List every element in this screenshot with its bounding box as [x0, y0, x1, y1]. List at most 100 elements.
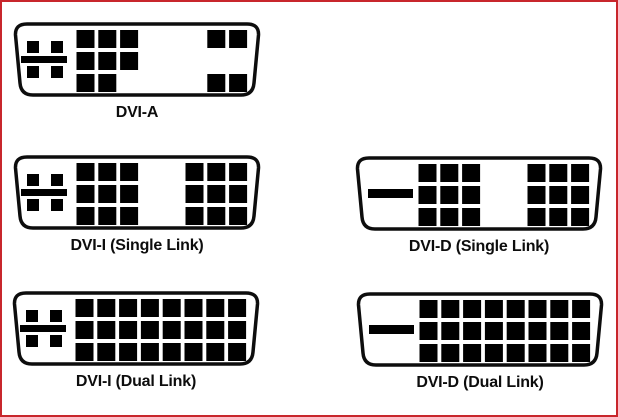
pin	[506, 344, 525, 362]
pin	[418, 208, 437, 226]
pin	[185, 207, 204, 225]
flat-blade	[368, 189, 413, 198]
pin	[120, 207, 139, 225]
analog-section	[21, 174, 67, 211]
analog-section	[20, 310, 66, 347]
pin	[207, 185, 226, 203]
analog-pin	[27, 66, 39, 78]
pin	[549, 164, 568, 182]
pin	[206, 343, 225, 361]
connector-label: DVI-I (Single Link)	[70, 237, 204, 254]
pin	[441, 344, 460, 362]
pin	[119, 343, 138, 361]
connector-label: DVI-D (Dual Link)	[416, 374, 544, 391]
pin	[140, 299, 159, 317]
connector-label: DVI-I (Dual Link)	[75, 373, 197, 390]
pin	[528, 322, 547, 340]
pin	[484, 300, 503, 318]
pin	[571, 186, 590, 204]
pin	[484, 344, 503, 362]
analog-pin	[50, 335, 62, 347]
pin	[441, 322, 460, 340]
pin	[228, 299, 247, 317]
pin	[571, 208, 590, 226]
pin	[120, 185, 139, 203]
connector-shell	[13, 155, 261, 230]
pin	[550, 322, 569, 340]
analog-pin	[51, 66, 63, 78]
pin	[528, 300, 547, 318]
pin-grid	[76, 163, 248, 225]
pin	[140, 343, 159, 361]
connector-shell	[355, 156, 603, 231]
connector-label: DVI-D (Single Link)	[408, 238, 550, 255]
pin	[76, 163, 95, 181]
pin	[463, 300, 482, 318]
pin	[572, 300, 591, 318]
pin	[229, 185, 248, 203]
pin	[463, 322, 482, 340]
pin	[206, 299, 225, 317]
pin	[162, 299, 181, 317]
pin	[76, 52, 95, 70]
pin	[572, 344, 591, 362]
pin	[484, 322, 503, 340]
pin	[97, 321, 116, 339]
pin	[140, 321, 159, 339]
pin	[98, 207, 117, 225]
pin	[184, 299, 203, 317]
pin-grid	[418, 164, 590, 226]
pin	[185, 185, 204, 203]
pin	[207, 30, 226, 48]
pin	[120, 163, 139, 181]
pin	[572, 322, 591, 340]
connector-dvi-i-single-link: DVI-I (Single Link)	[12, 155, 262, 254]
pin	[207, 74, 226, 92]
analog-pin	[27, 41, 39, 53]
analog-pin	[26, 310, 38, 322]
pin	[98, 30, 117, 48]
pin	[506, 300, 525, 318]
analog-pin	[26, 335, 38, 347]
pin	[527, 164, 546, 182]
pin	[549, 208, 568, 226]
pin	[462, 208, 481, 226]
pin	[528, 344, 547, 362]
pin	[419, 300, 438, 318]
analog-pin	[51, 41, 63, 53]
pin	[571, 164, 590, 182]
pin	[440, 186, 459, 204]
pin	[120, 30, 139, 48]
pin-grid	[419, 300, 591, 362]
pin	[120, 52, 139, 70]
connector-shell	[12, 291, 260, 366]
pin	[506, 322, 525, 340]
pin	[76, 207, 95, 225]
pin	[441, 300, 460, 318]
pin	[162, 321, 181, 339]
connector-shell	[356, 292, 604, 367]
pin	[229, 74, 248, 92]
pin	[76, 185, 95, 203]
analog-pin	[27, 199, 39, 211]
pin	[184, 321, 203, 339]
connector-label: DVI-A	[115, 104, 159, 121]
analog-ground-bar	[21, 56, 67, 63]
pin	[207, 163, 226, 181]
pin	[229, 163, 248, 181]
pin	[462, 164, 481, 182]
pin	[550, 344, 569, 362]
flat-blade	[369, 325, 414, 334]
pin	[550, 300, 569, 318]
pin	[97, 343, 116, 361]
pin	[75, 321, 94, 339]
pin	[462, 186, 481, 204]
pin	[440, 164, 459, 182]
pin	[228, 343, 247, 361]
pin	[207, 207, 226, 225]
pin	[206, 321, 225, 339]
pin	[418, 164, 437, 182]
pin	[549, 186, 568, 204]
pin	[162, 343, 181, 361]
